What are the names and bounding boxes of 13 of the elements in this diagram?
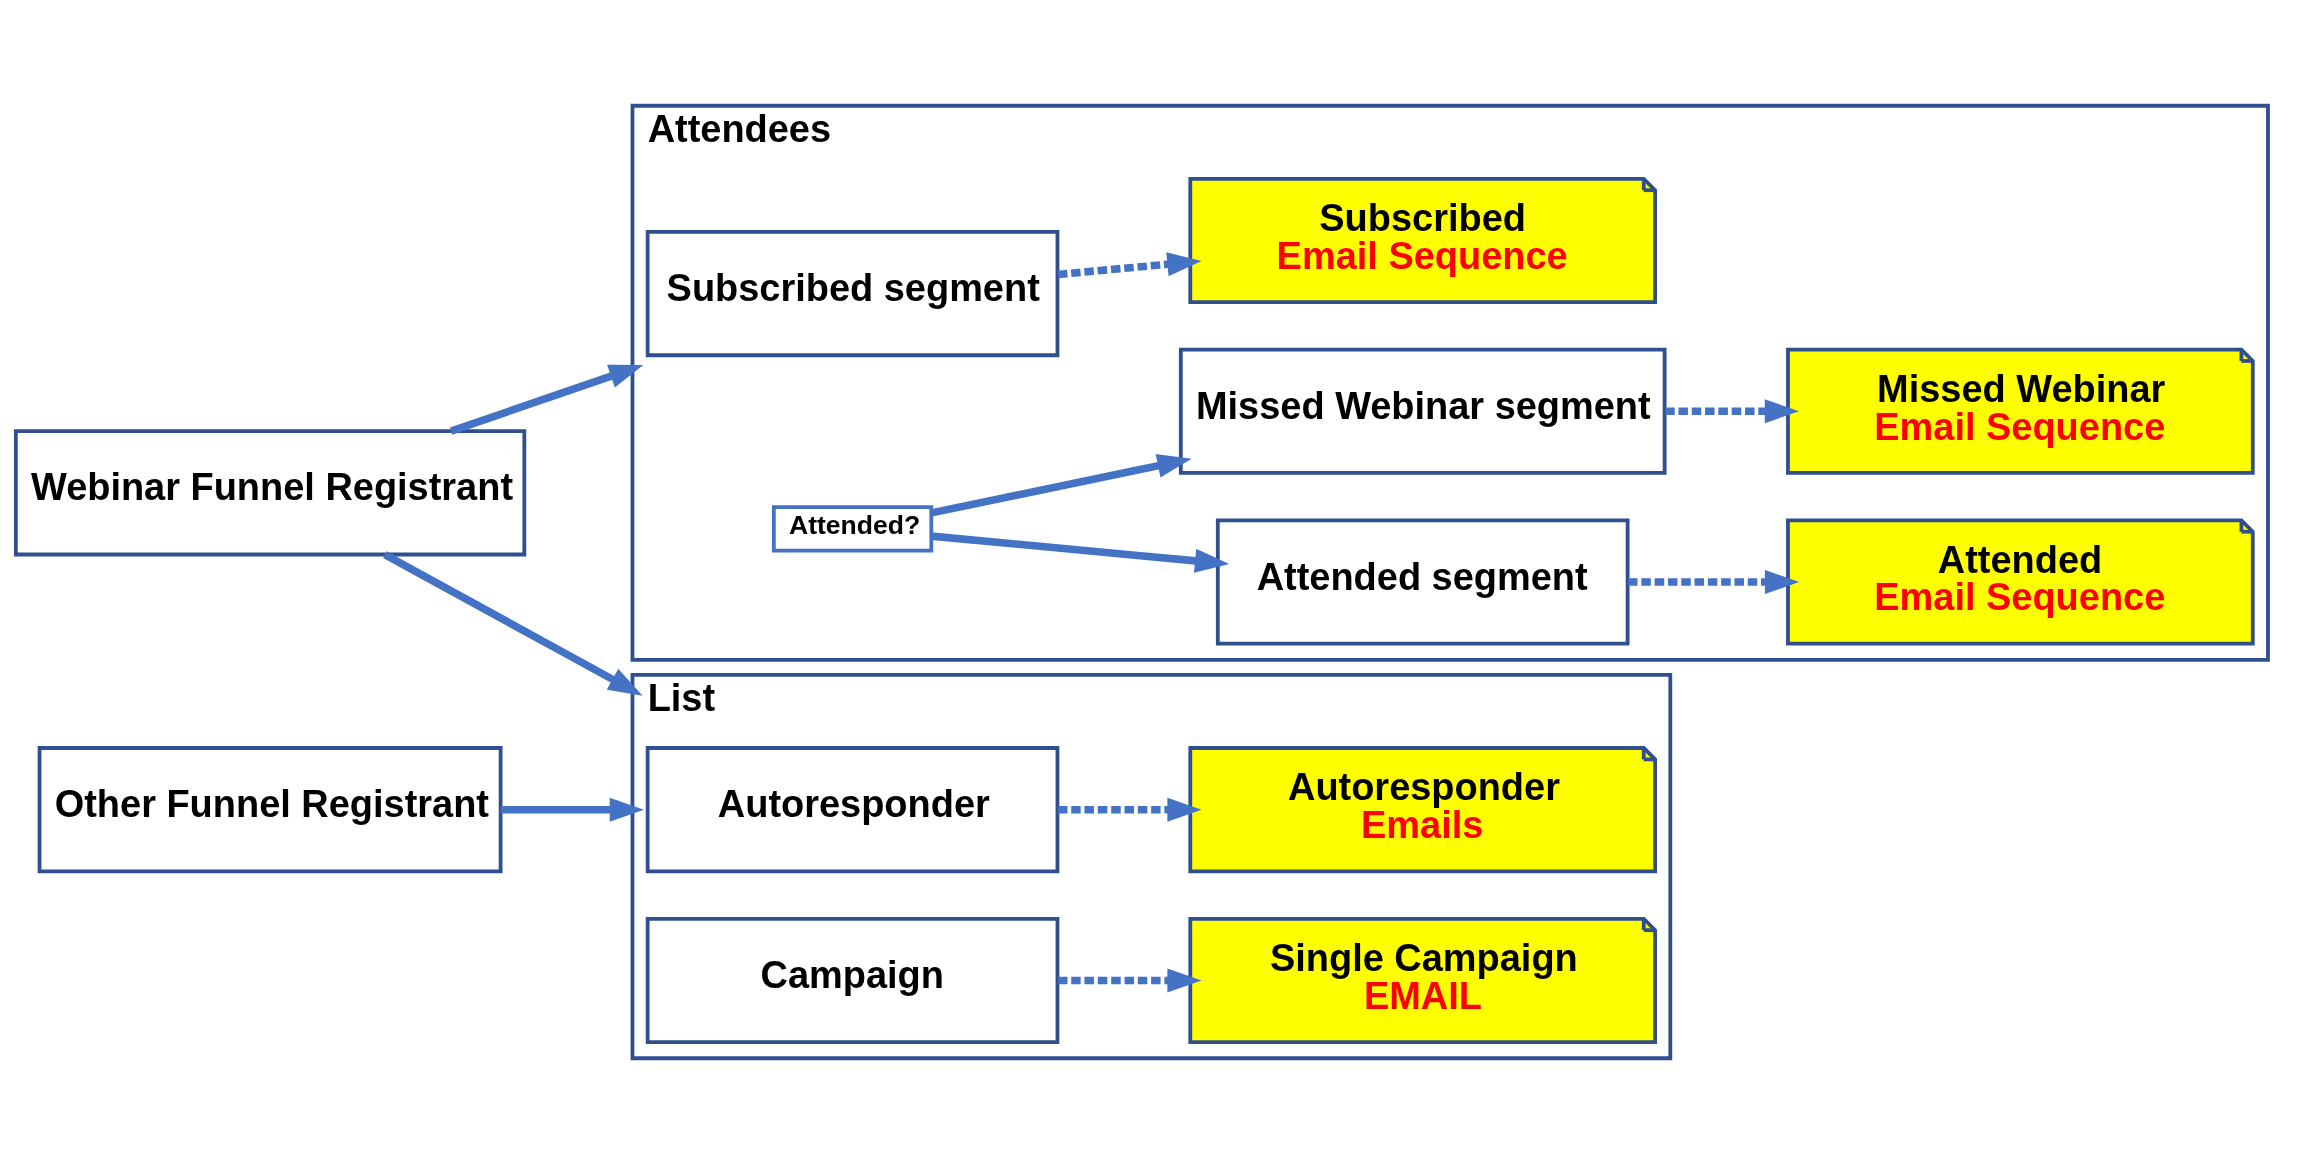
arrow xyxy=(383,550,643,696)
node-box: Campaign xyxy=(645,916,1060,1044)
node-box: Other Funnel Registrant xyxy=(37,745,503,873)
arrow xyxy=(931,531,1230,573)
arrow xyxy=(930,453,1192,517)
node-box: Subscribed segment xyxy=(645,229,1060,357)
arrow xyxy=(449,364,644,435)
node-box: Attended segment xyxy=(1215,517,1630,646)
node-box: Autoresponder xyxy=(645,745,1060,873)
node-box: Webinar Funnel Registrant xyxy=(13,428,527,556)
node-box: Attended? xyxy=(771,504,934,553)
node-box: Missed Webinar segment xyxy=(1178,347,1667,475)
arrow xyxy=(1057,251,1202,278)
